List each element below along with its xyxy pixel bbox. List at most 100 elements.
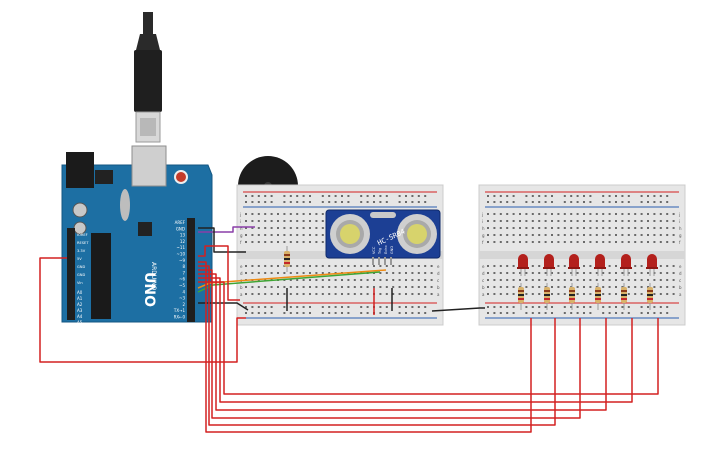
terminal-hole <box>379 286 382 288</box>
terminal-hole <box>570 234 573 236</box>
terminal-hole <box>576 241 579 243</box>
led-4[interactable] <box>594 254 606 276</box>
wire-led-5[interactable] <box>198 277 633 403</box>
terminal-hole <box>563 272 566 274</box>
terminal-hole <box>608 265 611 267</box>
wire-purple[interactable] <box>198 226 255 233</box>
terminal-hole <box>589 293 592 295</box>
led-2[interactable] <box>543 254 555 276</box>
led-resistor-4[interactable] <box>595 283 601 310</box>
wire-led-2[interactable] <box>198 265 556 426</box>
terminal-hole <box>264 272 267 274</box>
rail-hole <box>627 306 630 308</box>
led-6[interactable] <box>646 254 658 276</box>
terminal-hole <box>627 286 630 288</box>
terminal-hole <box>499 220 502 222</box>
terminal-hole <box>563 293 566 295</box>
terminal-hole <box>531 241 534 243</box>
terminal-hole <box>557 293 560 295</box>
rail-hole <box>264 201 267 203</box>
terminal-hole <box>289 220 292 222</box>
terminal-hole <box>615 234 617 236</box>
terminal-hole <box>360 265 363 267</box>
row-letter: i <box>482 219 483 224</box>
wire-gnd-bottom[interactable] <box>198 302 249 311</box>
rail-hole <box>334 306 337 308</box>
led-resistor-5[interactable] <box>621 283 627 310</box>
led-1[interactable] <box>517 254 529 276</box>
terminal-hole <box>392 272 395 274</box>
row-letter: c <box>679 278 681 283</box>
wire-gnd-top[interactable] <box>198 227 246 253</box>
rail-hole <box>347 195 350 197</box>
row-letter: e <box>679 264 682 269</box>
wire-green[interactable] <box>197 271 381 293</box>
rail-hole <box>360 195 363 197</box>
terminal-hole <box>602 279 605 281</box>
terminal-hole <box>277 286 279 288</box>
terminal-hole <box>405 279 407 281</box>
rail-hole <box>283 306 286 308</box>
rail-hole <box>659 312 662 314</box>
terminal-hole <box>245 293 247 295</box>
rail-hole <box>570 312 573 314</box>
rail-hole <box>602 312 605 314</box>
led-5[interactable] <box>620 254 632 276</box>
row-letter: b <box>240 285 243 290</box>
rail-hole <box>583 306 585 308</box>
terminal-hole <box>366 265 369 267</box>
rail-hole <box>499 201 502 203</box>
terminal-hole <box>659 293 662 295</box>
rail-hole <box>512 306 515 308</box>
terminal-hole <box>525 286 528 288</box>
terminal-hole <box>583 227 585 229</box>
led-array <box>517 254 658 310</box>
terminal-hole <box>347 265 350 267</box>
wire-orange[interactable] <box>197 269 387 289</box>
led-resistor-3[interactable] <box>569 283 575 310</box>
rail-hole <box>360 312 363 314</box>
wire-led-4[interactable] <box>198 273 607 411</box>
terminal-hole <box>373 286 375 288</box>
terminal-hole <box>570 241 573 243</box>
rail-hole <box>666 306 669 308</box>
terminal-hole <box>283 272 286 274</box>
terminal-hole <box>538 220 541 222</box>
terminal-hole <box>621 272 624 274</box>
rail-hole <box>608 195 611 197</box>
reset-button[interactable] <box>174 170 188 184</box>
wire-led-3[interactable] <box>198 269 581 419</box>
rail-hole <box>653 195 656 197</box>
terminal-hole <box>366 286 369 288</box>
rail-hole <box>270 195 273 197</box>
terminal-hole <box>277 220 279 222</box>
wire-gnd-boards[interactable] <box>431 307 485 312</box>
wire-5v-loop[interactable] <box>39 257 246 363</box>
terminal-hole <box>341 279 343 281</box>
sensor-transducer-left <box>330 214 370 254</box>
led-3[interactable] <box>568 254 580 276</box>
terminal-hole <box>315 241 318 243</box>
power-pin-label: IOREF <box>77 233 88 237</box>
terminal-hole <box>334 286 337 288</box>
led-resistor-2[interactable] <box>544 283 550 310</box>
terminal-hole <box>672 293 675 295</box>
terminal-hole <box>589 234 592 236</box>
wire-buzzer[interactable] <box>198 245 240 301</box>
terminal-hole <box>417 279 420 281</box>
rail-hole <box>289 201 292 203</box>
terminal-hole <box>551 279 553 281</box>
led-resistor-6[interactable] <box>647 283 653 310</box>
terminal-hole <box>251 234 254 236</box>
terminal-hole <box>499 227 502 229</box>
resistor-buzzer[interactable] <box>284 246 290 272</box>
rail-hole <box>257 312 260 314</box>
row-letter: f <box>240 240 242 245</box>
led-resistor-1[interactable] <box>518 283 524 310</box>
terminal-hole <box>283 213 286 215</box>
terminal-hole <box>538 293 541 295</box>
wire-led-6[interactable] <box>198 281 659 395</box>
